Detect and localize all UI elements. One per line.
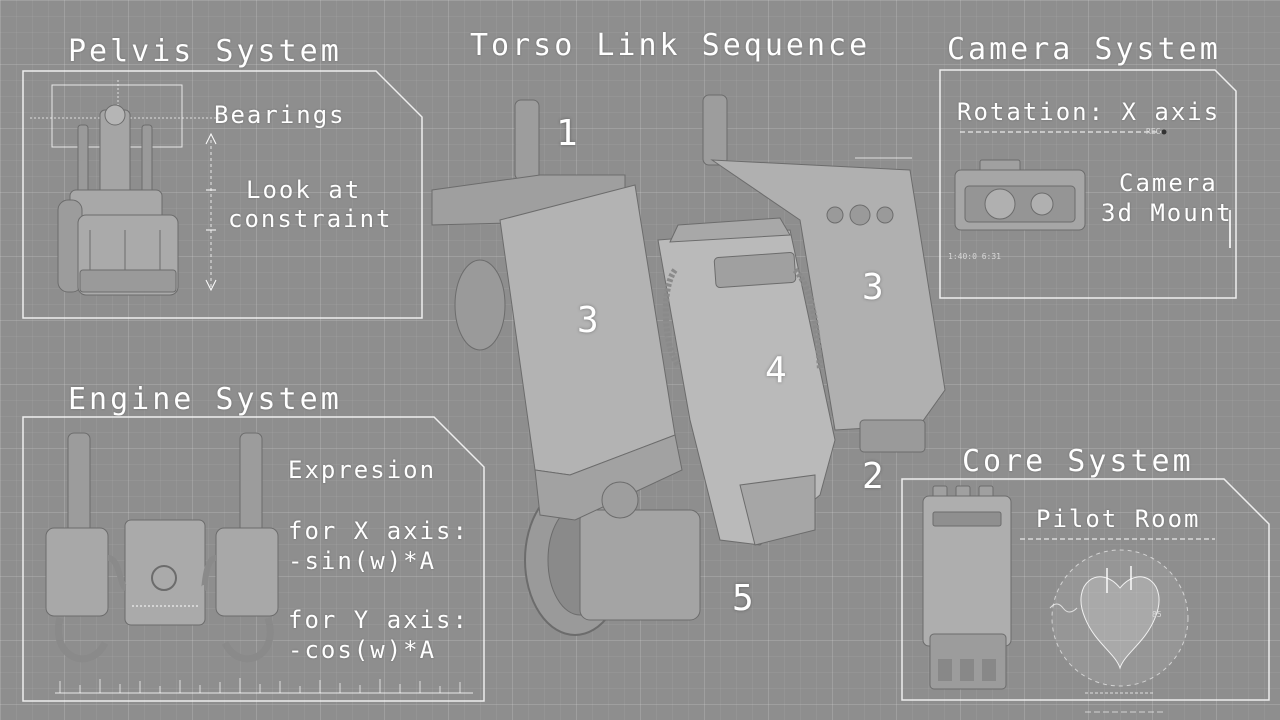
pelvis-arrows [205,132,217,292]
expresion-label: Expresion [288,456,437,484]
camera-mount-label-2: 3d Mount [1101,199,1233,227]
rec-indicator: REC [1146,127,1161,136]
camera-timecode: 1:40:0 6:31 [948,252,1001,261]
constraint-label-1: Look at [246,176,362,204]
camera-mount-label-1: Camera [1119,169,1218,197]
torso-number-3-left: 3 [577,300,599,341]
engine-waveform [55,678,473,694]
torso-number-5: 5 [732,578,754,619]
engine-panel [22,416,485,702]
rotation-label: Rotation: X axis [957,98,1221,126]
torso-number-4: 4 [765,350,787,391]
camera-model [954,159,1086,231]
core-title: Core System [962,444,1194,479]
y-axis-label: for Y axis: [288,606,469,634]
engine-model [45,432,279,663]
pelvis-panel [22,70,423,319]
engine-title: Engine System [68,382,342,417]
pelvis-title: Pelvis System [68,34,342,69]
constraint-label-2: constraint [228,205,393,233]
torso-number-3-right: 3 [862,267,884,308]
pilot-room-label: Pilot Room [1036,505,1201,533]
x-axis-formula: -sin(w)*A [288,547,437,575]
x-axis-label: for X axis: [288,517,469,545]
camera-title: Camera System [947,32,1221,67]
torso-model [431,94,946,636]
core-model [922,485,1012,690]
pelvis-model [30,80,220,296]
torso-title: Torso Link Sequence [470,28,871,63]
bearings-label: Bearings [214,101,346,129]
torso-number-2: 2 [862,456,884,497]
heart-hologram [1049,549,1189,694]
y-axis-formula: -cos(w)*A [288,636,437,664]
core-panel [901,478,1270,701]
core-readout: 85 [1152,610,1162,619]
torso-number-1: 1 [556,113,578,154]
camera-panel [939,69,1237,299]
